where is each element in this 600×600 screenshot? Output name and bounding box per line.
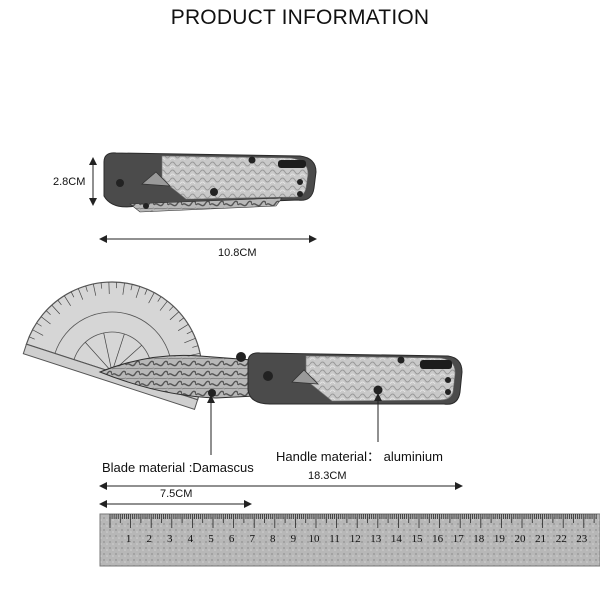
protractor-ray xyxy=(84,342,113,373)
ruler-number: 11 xyxy=(329,533,340,545)
ruler-number: 14 xyxy=(391,533,403,545)
protractor-tick xyxy=(178,317,185,322)
ruler-number: 15 xyxy=(412,533,424,545)
protractor-tick xyxy=(45,310,51,315)
ruler-number: 20 xyxy=(515,533,527,545)
protractor-tick xyxy=(186,330,193,335)
open-knife xyxy=(98,352,463,405)
blade-material-label: Blade material :Damascus xyxy=(102,460,254,475)
protractor-tick xyxy=(64,295,71,307)
ruler-number: 5 xyxy=(208,533,214,545)
ruler-number: 3 xyxy=(167,533,173,545)
protractor-tick xyxy=(157,296,162,302)
protractor-tick xyxy=(130,284,133,291)
ruler-number: 1 xyxy=(126,533,132,545)
protractor-tick xyxy=(51,304,61,315)
ruler-number: 23 xyxy=(576,533,588,545)
protractor-tick xyxy=(122,282,125,295)
protractor-tick xyxy=(116,282,118,289)
protractor-tick xyxy=(108,282,110,295)
protractor-ray xyxy=(111,333,125,373)
protractor-tick xyxy=(169,311,180,321)
blade-length-label: 7.5CM xyxy=(160,488,193,500)
ruler-number: 13 xyxy=(370,533,382,545)
protractor-tick xyxy=(32,329,44,336)
protractor-tick xyxy=(57,299,62,306)
ruler-number: 8 xyxy=(270,533,276,545)
handle-material-label: Handle material： aluminium xyxy=(276,449,443,464)
protractor-tick xyxy=(100,282,103,289)
protractor-tick xyxy=(135,286,141,298)
ruler-number: 12 xyxy=(350,533,361,545)
total-length-label: 18.3CM xyxy=(308,470,347,482)
folded-height-label: 2.8CM xyxy=(53,176,86,188)
protractor-tick xyxy=(144,289,148,295)
ruler-number: 9 xyxy=(291,533,297,545)
folded-knife xyxy=(103,152,317,213)
folded-length-label: 10.8CM xyxy=(218,247,257,259)
ruler-number: 16 xyxy=(432,533,444,545)
ruler-number: 19 xyxy=(494,533,506,545)
protractor-tick xyxy=(77,288,84,300)
protractor-tick xyxy=(159,300,168,311)
protractor-tick xyxy=(184,337,196,344)
ruler-number: 17 xyxy=(453,533,465,545)
ruler-number: 2 xyxy=(146,533,152,545)
ruler-number: 18 xyxy=(473,533,485,545)
ruler-number: 6 xyxy=(229,533,235,545)
ruler-number: 7 xyxy=(249,533,255,545)
protractor-tick xyxy=(36,322,42,327)
protractor-tick xyxy=(169,305,174,311)
protractor-tick xyxy=(177,324,189,331)
page-title: PRODUCT INFORMATION xyxy=(170,6,430,29)
protractor-tick xyxy=(148,292,155,304)
protractor-ray xyxy=(103,332,113,373)
ruler-number: 21 xyxy=(535,533,546,545)
protractor-tick xyxy=(29,336,35,340)
protractor-tick xyxy=(192,345,199,348)
protractor-tick xyxy=(92,283,97,296)
ruler-number: 10 xyxy=(309,533,321,545)
ruler-number: 4 xyxy=(188,533,194,545)
ruler-number: 22 xyxy=(556,533,567,545)
protractor-tick xyxy=(40,316,51,325)
protractor-tick xyxy=(85,285,88,292)
protractor-tick xyxy=(70,291,75,298)
